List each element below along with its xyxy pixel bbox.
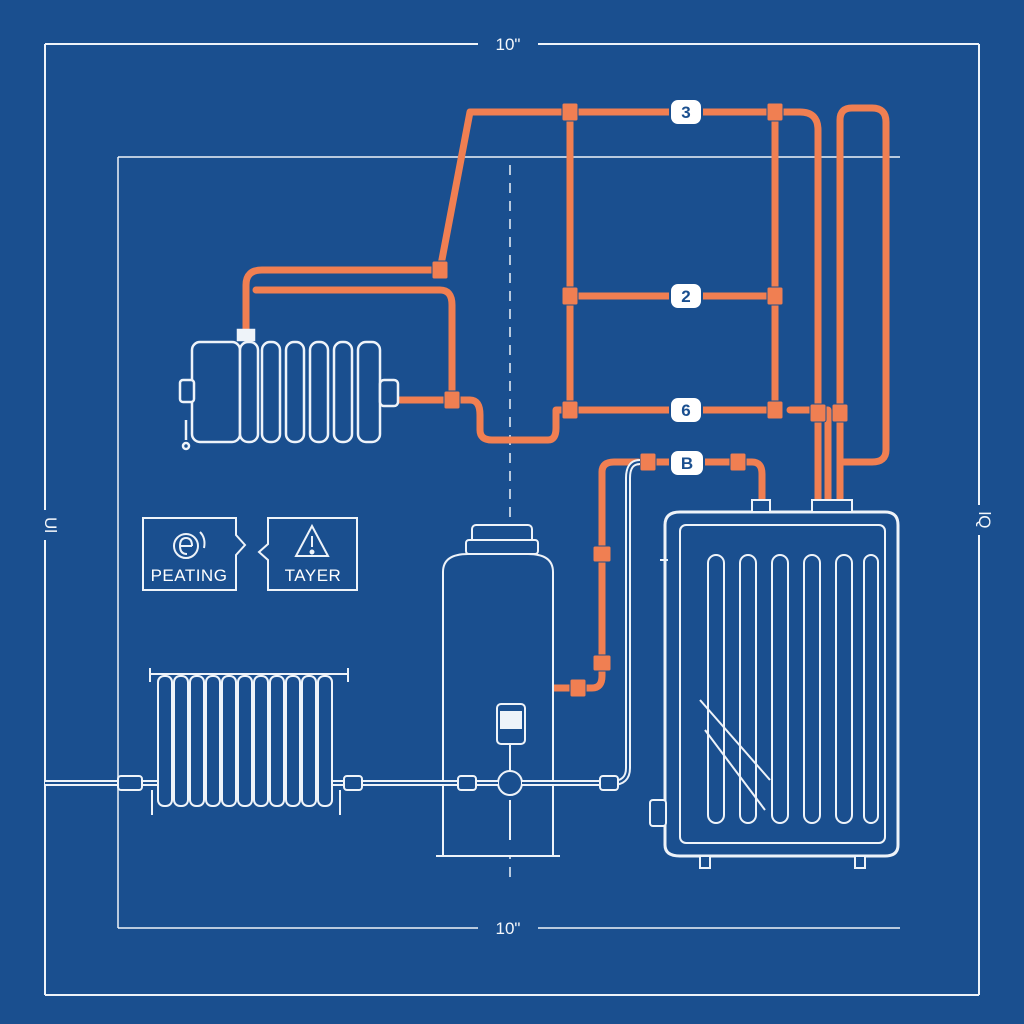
warning-tag: TAYER (257, 517, 358, 591)
badge-b-label: B (681, 454, 693, 473)
pipe-tank-feed (508, 458, 766, 701)
dimension-top: 10" (496, 35, 521, 54)
heating-icon (173, 531, 206, 559)
hot-pipe-network (242, 104, 890, 701)
inner-frame (117, 156, 900, 929)
pipe-right-riser-2 (786, 406, 832, 509)
badge-3: 3 (669, 98, 703, 126)
tank-valve (496, 703, 526, 840)
heating-tag: PEATING (142, 517, 247, 591)
lower-radiator (117, 668, 619, 815)
pipe-right-riser-1 (836, 104, 890, 509)
badge-3-label: 3 (681, 103, 690, 122)
dimension-bottom: 10" (496, 919, 521, 938)
pipe-fittings (431, 102, 849, 698)
radiator-cabinet (649, 499, 900, 869)
badge-2: 2 (669, 282, 703, 310)
dimension-right: lQ (975, 512, 994, 529)
warning-triangle-icon (294, 523, 330, 557)
pipe-upper-loop-return (252, 286, 779, 444)
badge-6-label: 6 (681, 401, 690, 420)
heating-tag-label: PEATING (151, 566, 228, 585)
upper-radiator (178, 328, 400, 451)
pipe-upper-loop (242, 108, 822, 509)
warning-tag-label: TAYER (285, 566, 342, 585)
water-heater-tank (436, 524, 560, 857)
badge-2-label: 2 (681, 287, 690, 306)
badge-b: B (669, 449, 705, 477)
dimension-left: Ul (41, 517, 60, 533)
outer-frame (44, 43, 980, 996)
badge-6: 6 (669, 396, 703, 424)
